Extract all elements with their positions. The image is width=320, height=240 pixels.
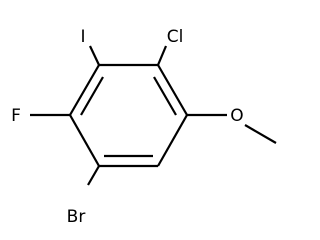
bond-c2-c3	[157, 64, 188, 116]
bond-c6-c1	[69, 64, 100, 116]
bond-c5-bromine	[87, 165, 100, 186]
double-bond-inner-c1-c6	[80, 76, 104, 116]
bond-c2-chlorine	[156, 45, 168, 66]
bond-oxygen-methyl	[244, 124, 277, 144]
atom-label-chlorine: Cl	[167, 27, 184, 47]
double-bond-inner-c2-c3	[153, 76, 177, 116]
atom-label-iodine: I	[80, 27, 85, 47]
bond-c1-iodine	[89, 45, 100, 66]
atom-label-oxygen: O	[230, 106, 243, 126]
atom-label-bromine: Br	[67, 207, 86, 227]
molecule-structure: I Cl F Br O	[11, 27, 277, 227]
bond-c5-c6	[69, 114, 100, 167]
atom-label-fluorine: F	[11, 106, 21, 126]
bond-c3-c4	[157, 114, 188, 167]
